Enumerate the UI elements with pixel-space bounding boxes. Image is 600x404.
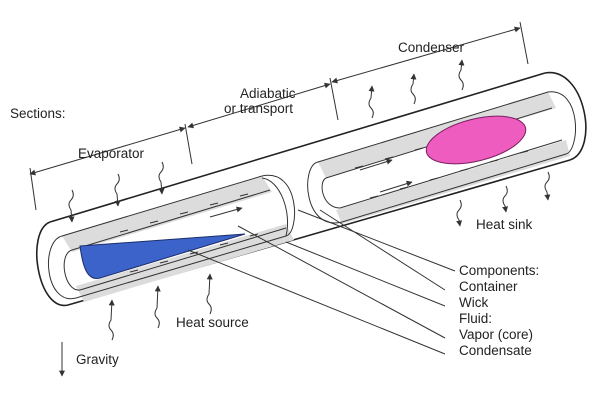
condensate-pool [79, 233, 246, 279]
adiabatic-label-line2: or transport [224, 101, 293, 116]
wick-label: Wick [459, 295, 488, 310]
heat-output-arrows [368, 59, 551, 227]
component-leader-lines [187, 209, 456, 355]
condenser-label: Condenser [398, 40, 465, 55]
vapor-label: Vapor (core) [459, 327, 533, 342]
gravity-label: Gravity [76, 352, 119, 367]
container-label: Container [459, 279, 518, 294]
fluid-label: Fluid: [459, 311, 492, 326]
components-label: Components: [459, 263, 539, 278]
evaporator-label: Evaporator [78, 146, 145, 161]
heat-source-label: Heat source [176, 315, 249, 330]
evaporator-cutaway [48, 175, 296, 302]
section-brackets [29, 21, 529, 211]
adiabatic-label-line1: Adiabatic [240, 86, 296, 101]
sections-label: Sections: [10, 106, 66, 121]
heat-sink-label: Heat sink [476, 217, 533, 232]
condensate-label: Condensate [459, 343, 532, 358]
heat-input-arrows [68, 161, 213, 341]
vapor-core [425, 115, 527, 165]
